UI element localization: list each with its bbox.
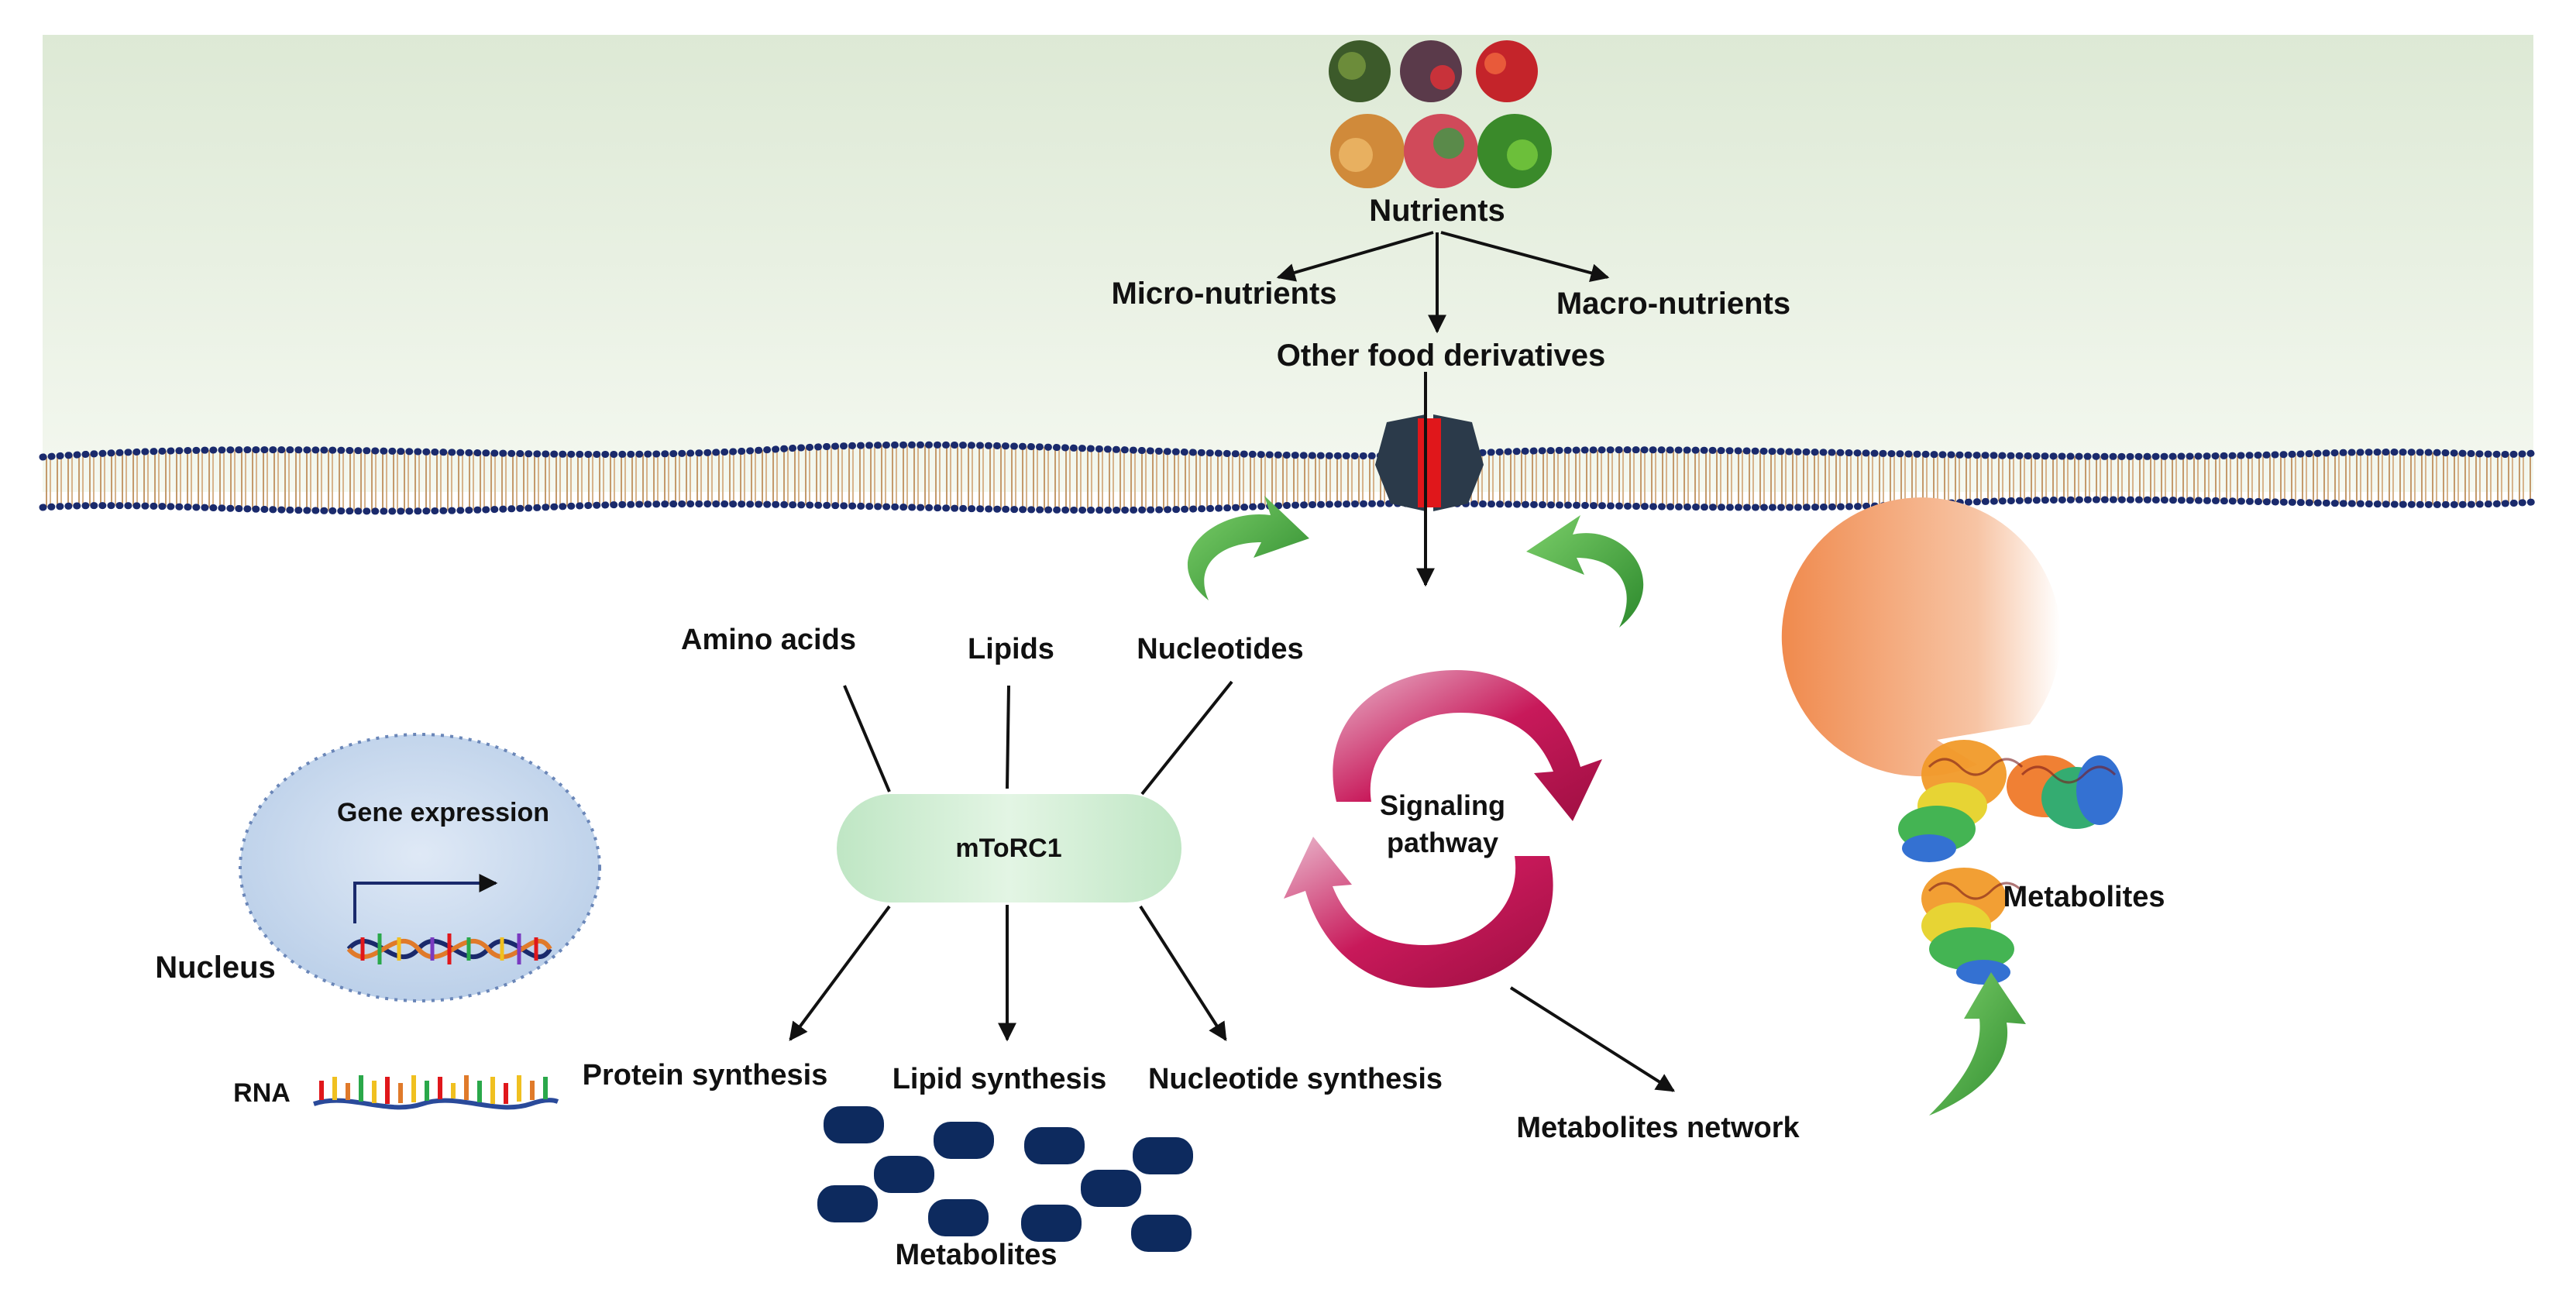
signaling-label-line1: Signaling: [1380, 789, 1505, 821]
extracellular-space: [43, 35, 2533, 492]
nucleus-label: Nucleus: [155, 951, 276, 985]
food-images: [1329, 40, 1552, 188]
network-arrow: [1509, 986, 1676, 1092]
nucleotide-synthesis-label: Nucleotide synthesis: [1148, 1063, 1443, 1095]
lipid-synthesis-label: Lipid synthesis: [892, 1063, 1107, 1095]
green-arrow-bottom: [1929, 972, 2026, 1116]
rna-label: RNA: [233, 1078, 291, 1108]
gene-expression-label: Gene expression: [337, 798, 549, 827]
other-food-derivatives-label: Other food derivatives: [1277, 339, 1606, 373]
signaling-cycle: Signaling pathway: [1284, 670, 1602, 988]
signaling-label-line2: pathway: [1387, 827, 1498, 858]
mtorc1-label: mToRC1: [955, 834, 1061, 863]
enzyme-shape: [1781, 497, 2061, 777]
membrane-channel: [1375, 414, 1484, 511]
cell-membrane: [39, 441, 2537, 515]
amino-acids-label: Amino acids: [681, 624, 856, 656]
mtorc1-complex: mToRC1: [837, 794, 1181, 902]
nucleotides-label: Nucleotides: [1137, 633, 1303, 665]
green-arrow-left: [1187, 496, 1309, 600]
micro-nutrients-label: Micro-nutrients: [1111, 277, 1336, 311]
protein-structure-icons: [1898, 740, 2123, 985]
nucleus: Gene expression: [239, 733, 601, 1002]
metabolites-right-label: Metabolites: [2003, 881, 2165, 913]
green-arrow-right: [1526, 515, 1644, 627]
nutrient-arrows: [1276, 231, 1610, 587]
rna-icon: [313, 1075, 559, 1110]
transcription-arrow: [353, 874, 498, 923]
protein-synthesis-label: Protein synthesis: [583, 1059, 828, 1092]
dna-icon: [346, 933, 552, 964]
metabolites-network-label: Metabolites network: [1516, 1112, 1800, 1144]
metabolites-bottom-label: Metabolites: [895, 1239, 1057, 1271]
macro-nutrients-label: Macro-nutrients: [1556, 287, 1790, 321]
nutrients-label: Nutrients: [1369, 194, 1505, 228]
mtor-input-lines: [843, 680, 1233, 796]
mtor-output-arrows: [789, 905, 1227, 1042]
lipids-label: Lipids: [968, 633, 1054, 665]
metabolite-blobs: [817, 1106, 1193, 1252]
